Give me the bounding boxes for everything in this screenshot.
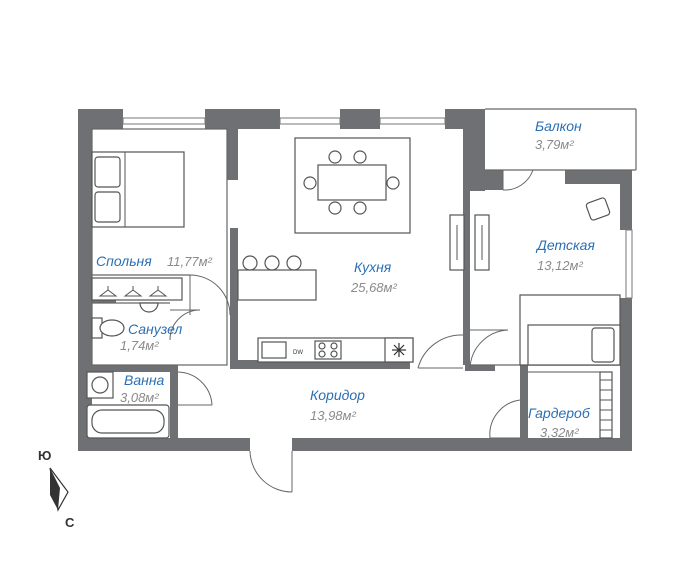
sliding-doors[interactable] bbox=[449, 214, 490, 271]
wardrobe-area: 3,32м² bbox=[540, 425, 579, 440]
bed-double bbox=[91, 151, 185, 228]
wardrobe-hangers bbox=[91, 277, 183, 301]
balcony-name: Балкон bbox=[535, 118, 582, 134]
wc-name: Санузел bbox=[128, 321, 182, 337]
kids-area: 13,12м² bbox=[537, 258, 583, 273]
bath-door[interactable] bbox=[177, 371, 213, 406]
kitchen-door[interactable] bbox=[417, 334, 464, 369]
single-bed bbox=[519, 294, 621, 366]
bath-name: Ванна bbox=[124, 372, 165, 388]
compass-north: С bbox=[65, 515, 75, 530]
dining-table bbox=[294, 137, 411, 234]
wc-area: 1,74м² bbox=[120, 338, 159, 353]
walls bbox=[78, 109, 632, 451]
washing-machine bbox=[86, 371, 114, 399]
corridor-name: Коридор bbox=[310, 387, 365, 403]
bar-counter bbox=[237, 255, 317, 301]
bedroom-door[interactable] bbox=[189, 274, 231, 316]
compass-south: Ю bbox=[38, 448, 51, 463]
windows bbox=[122, 117, 633, 299]
snowflake-icon bbox=[392, 343, 406, 357]
kitchen-counter: DW bbox=[257, 337, 414, 363]
balcony-area: 3,79м² bbox=[535, 137, 574, 152]
wardrobe-name: Гардероб bbox=[528, 405, 591, 421]
room-labels: Балкон 3,79м² Спольня 11,77м² Кухня 25,6… bbox=[96, 118, 595, 440]
wardrobe-shelves bbox=[528, 371, 613, 439]
kitchen-area: 25,68м² bbox=[350, 280, 397, 295]
wc-door[interactable] bbox=[169, 309, 201, 341]
compass: Ю С bbox=[38, 448, 75, 530]
sink-wc bbox=[139, 302, 159, 313]
toilet bbox=[91, 317, 125, 339]
kids-name: Детская bbox=[535, 237, 595, 253]
bath-area: 3,08м² bbox=[120, 390, 159, 405]
bathtub bbox=[86, 404, 170, 439]
wardrobe-door[interactable] bbox=[489, 399, 521, 439]
kitchen-name: Кухня bbox=[354, 259, 392, 275]
armchair bbox=[585, 197, 611, 221]
dishwasher-label: DW bbox=[293, 350, 303, 356]
bedroom-area: 11,77м² bbox=[167, 254, 212, 269]
balcony-door[interactable] bbox=[502, 169, 534, 191]
kids-door[interactable] bbox=[469, 329, 509, 369]
entrance-door[interactable] bbox=[249, 450, 293, 493]
bedroom-name: Спольня bbox=[96, 253, 152, 269]
corridor-area: 13,98м² bbox=[310, 408, 356, 423]
